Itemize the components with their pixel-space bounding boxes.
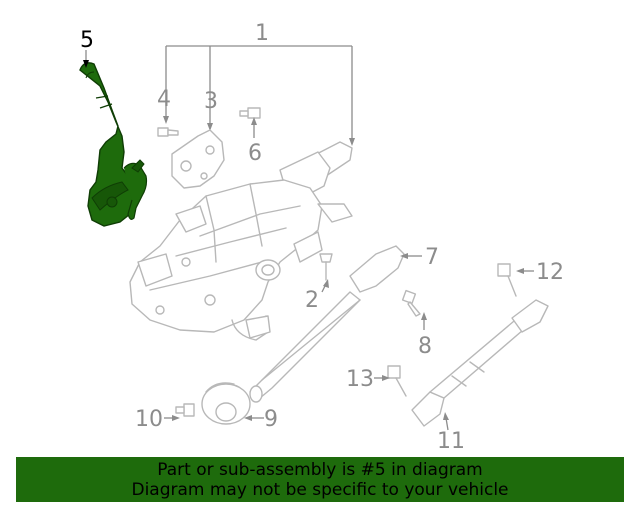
- callout-8: 8: [418, 334, 432, 359]
- callout-5: 5: [80, 28, 94, 53]
- part-3-bracket: [171, 129, 225, 189]
- part-7-shaft: [249, 245, 405, 403]
- part-12-bolt: [497, 263, 517, 297]
- callout-11: 11: [437, 429, 465, 454]
- part-5-switch[interactable]: [79, 62, 148, 227]
- callout-1: 1: [255, 21, 269, 46]
- leader-lines: [83, 50, 534, 431]
- callout-4: 4: [157, 87, 171, 112]
- callout-2: 2: [305, 288, 319, 313]
- callout-10: 10: [135, 407, 163, 432]
- banner-line-1: Part or sub-assembly is #5 in diagram: [157, 459, 483, 480]
- banner-line-2: Diagram may not be specific to your vehi…: [131, 479, 509, 500]
- part-2-bolt: [319, 253, 333, 281]
- callout-3: 3: [204, 89, 218, 114]
- part-11-shaft: [411, 299, 549, 427]
- steering-column-assembly: [129, 141, 353, 341]
- callout-6: 6: [248, 141, 262, 166]
- part-10-bolt: [175, 403, 195, 417]
- part-8-bolt: [401, 289, 421, 317]
- callout-9: 9: [264, 407, 278, 432]
- part-9-seal: [201, 382, 251, 425]
- parts-diagram: 1 2 3 4 5 6 7 8 9 10 11 12 13: [79, 21, 564, 454]
- info-banner: Part or sub-assembly is #5 in diagram Di…: [16, 457, 624, 502]
- part-4-bolt: [157, 127, 179, 137]
- part-6-bolt: [239, 107, 261, 119]
- callout-7: 7: [425, 245, 439, 270]
- callout-1-bracket: [163, 45, 355, 146]
- callout-12: 12: [536, 260, 564, 285]
- part-13-bolt: [387, 365, 407, 397]
- callout-13: 13: [346, 367, 374, 392]
